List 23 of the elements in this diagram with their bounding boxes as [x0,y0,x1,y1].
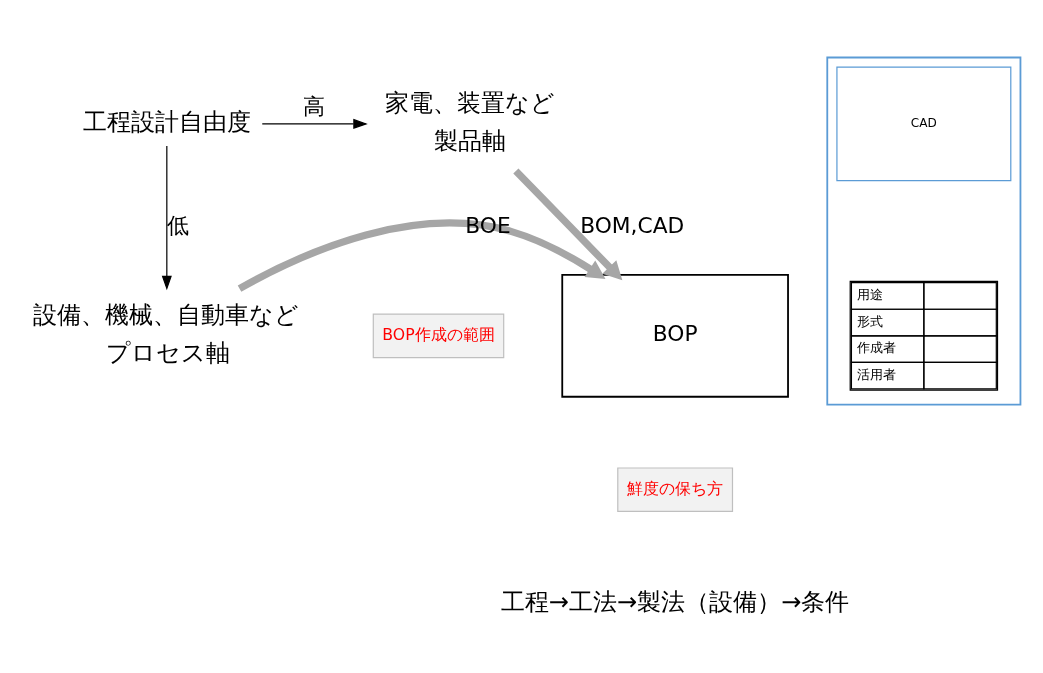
edge-label: BOM,CAD [580,212,685,238]
label: 形式 [857,313,884,329]
arrow [237,219,606,292]
arrow [161,144,172,290]
node-box: CAD [836,66,1012,181]
node-text: 工程設計自由度 [82,107,251,136]
label: 用途 [857,286,884,302]
edge-label: 高 [303,93,326,119]
node-box: BOP作成の範囲 [372,312,505,358]
arrow [513,168,623,280]
node-text: 製品軸 [434,126,507,155]
node-label: 家電、装置など [385,88,556,117]
edge-label: 低 [167,212,190,238]
node-box: BOP [561,273,789,398]
arrow [261,118,368,129]
label: 工程→工法→製法（設備）→条件 [500,587,850,616]
edge-label: BOE [465,212,511,238]
cluster [826,56,1022,405]
node-box: 鮮度の保ち方 [617,466,734,512]
label: 活用者 [857,366,897,382]
node-text: プロセス軸 [105,338,230,367]
node-label: 設備、機械、自動車など [32,300,299,329]
label: 作成者 [857,339,897,355]
